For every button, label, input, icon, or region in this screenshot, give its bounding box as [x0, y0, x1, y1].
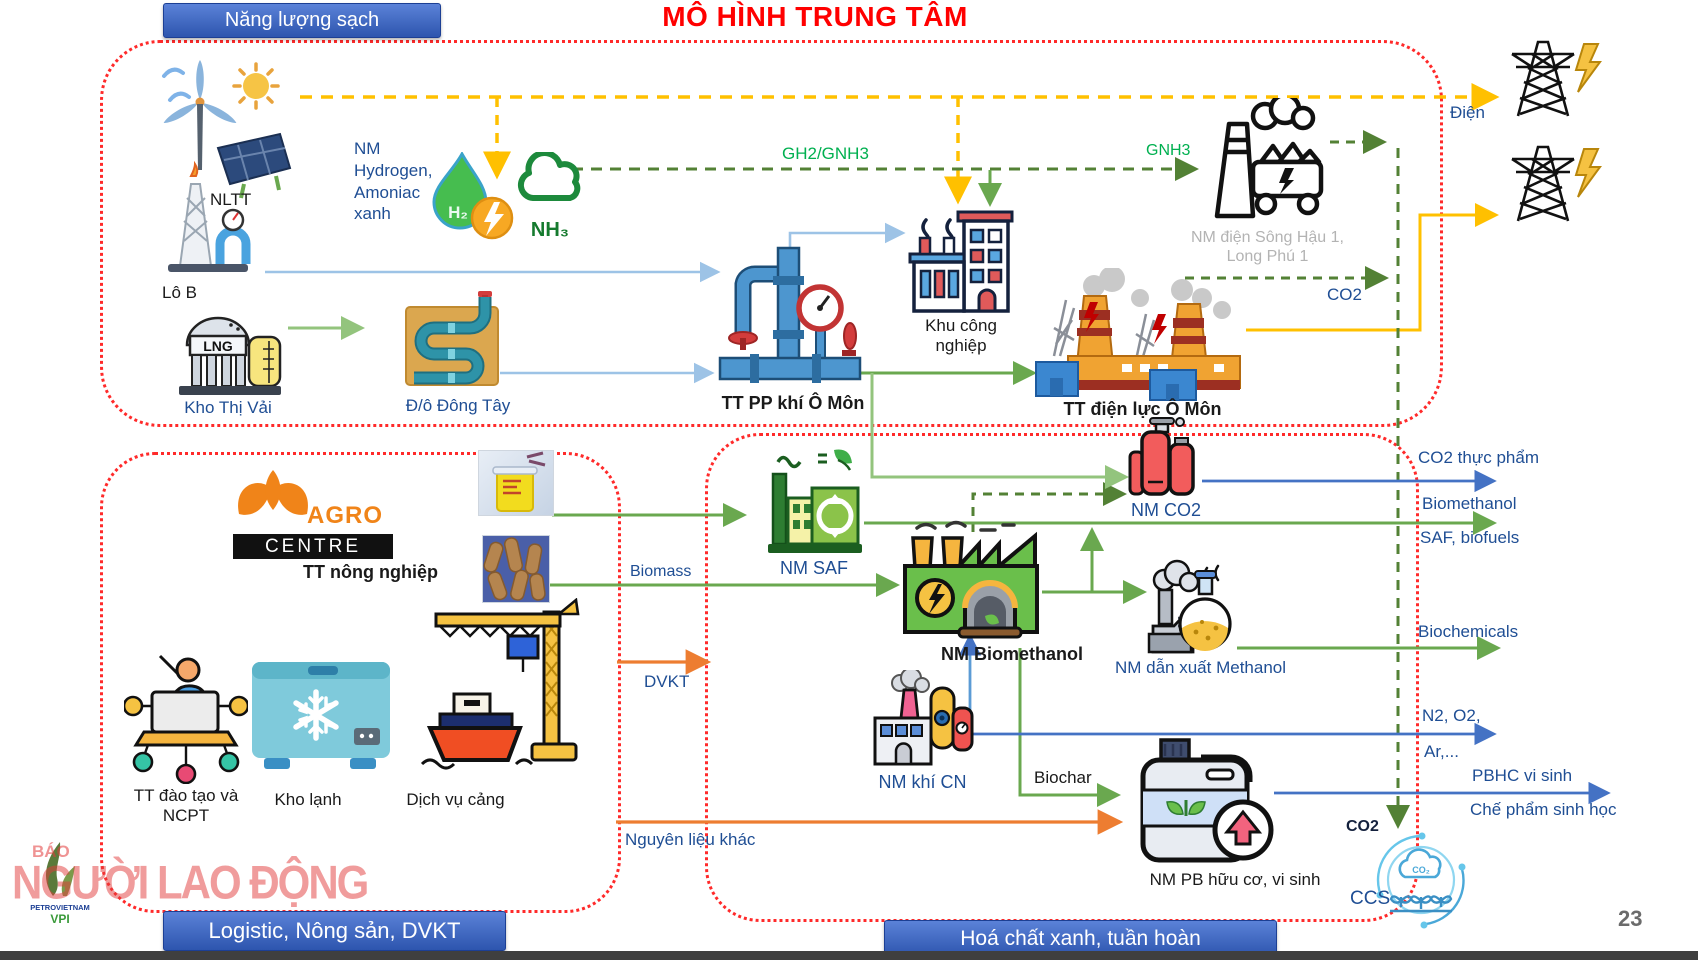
- label-biochar: Biochar: [1034, 768, 1092, 787]
- label-nm-khi-cn: NM khí CN: [878, 772, 967, 792]
- output-biochemicals: Biochemicals: [1418, 622, 1519, 641]
- label-kho-lanh: Kho lạnh: [274, 790, 342, 809]
- pvn-brand-text: PETROVIETNAM: [30, 903, 90, 912]
- pipeline-dong-tay-icon: [405, 291, 499, 386]
- agro-plant-icon: [238, 470, 308, 515]
- label-biomass: Biomass: [630, 563, 692, 580]
- label-dong-tay: Đ/ô Đông Tây: [405, 396, 511, 415]
- watermark-bao: BÁO: [32, 842, 70, 861]
- saf-plant-icon: [768, 449, 862, 553]
- biomass-pellets-photo: [482, 535, 550, 603]
- label-tt-nong-nghiep: TT nông nghiệp: [303, 562, 438, 582]
- label-nm-co2: NM CO2: [1130, 500, 1201, 520]
- ccs-cloud-text: CO₂: [1412, 865, 1430, 875]
- power-center-icon: [1035, 268, 1241, 401]
- cooking-oil-photo: [478, 450, 554, 516]
- lng-text: LNG: [203, 338, 233, 354]
- cold-storage-icon: [252, 662, 390, 769]
- gas-distribution-pipes-icon: [718, 246, 862, 383]
- transmission-tower-icon: [1511, 145, 1602, 222]
- label-tt-dao-tao: TT đào tạo và NCPT: [133, 786, 239, 826]
- page-title: MÔ HÌNH TRUNG TÂM: [662, 1, 968, 32]
- label-nm-biomethanol: NM Biomethanol: [941, 644, 1083, 664]
- label-kho-thi-vai: Kho Thị Vải: [184, 398, 272, 417]
- petrovietnam-vpi-logo: PETROVIETNAM VPI: [28, 840, 92, 950]
- banner-green-chem: Hoá chất xanh, tuần hoàn: [884, 920, 1277, 957]
- bottom-edge-bar: [0, 951, 1698, 960]
- transmission-tower-icon: [1511, 40, 1602, 117]
- label-co2-lower: CO2: [1346, 818, 1379, 835]
- zone-clean-energy: [100, 40, 1443, 427]
- pvn-sub-text: VPI: [50, 912, 70, 926]
- label-nm-pb: NM PB hữu cơ, vi sinh: [1149, 870, 1321, 889]
- co2-plant-icon: [1128, 417, 1195, 496]
- output-che-pham: Chế phẩm sinh học: [1470, 800, 1617, 819]
- label-gnh3: GNH3: [1146, 142, 1191, 159]
- lng-storage-icon: LNG: [179, 316, 282, 395]
- training-center-icon: [124, 654, 248, 784]
- label-tt-pp-khi: TT PP khí Ô Môn: [721, 393, 865, 413]
- agro-text: AGRO: [307, 502, 383, 529]
- label-nltt: NLTT: [210, 190, 252, 209]
- label-nguyen-lieu-khac: Nguyên liệu khác: [625, 830, 756, 849]
- label-lo-b: Lô B: [162, 283, 197, 302]
- biomethanol-plant-icon: [903, 520, 1039, 639]
- ccs-icon: CO₂: [1376, 832, 1466, 929]
- label-co2-upper: CO2: [1327, 285, 1362, 304]
- port-services-icon: [420, 598, 580, 770]
- flow-biomethanol-co2: [971, 482, 1127, 532]
- flow-biochar: [1018, 648, 1121, 807]
- output-co2-thuc-pham: CO2 thực phẩm: [1418, 448, 1539, 467]
- industrial-gas-plant-icon: [873, 670, 974, 766]
- agro-centre-logo: AGRO CENTRE: [233, 468, 398, 563]
- label-nm-saf: NM SAF: [779, 558, 848, 578]
- label-gh2-gnh3: GH2/GNH3: [782, 144, 869, 163]
- output-n2-o2: N2, O2,: [1422, 706, 1481, 725]
- organic-fertilizer-jug-icon: [1140, 738, 1274, 863]
- label-khu-cong-nghiep: Khu công nghiệp: [925, 316, 997, 356]
- industrial-zone-icon: [908, 210, 1014, 313]
- watermark-nguoi-lao-dong: NGƯỜI LAO ĐỘNG: [12, 856, 369, 909]
- label-ccs: CCS: [1350, 888, 1391, 909]
- h2-text: H₂: [448, 203, 468, 222]
- label-dvkt: DVKT: [644, 672, 690, 691]
- output-biomethanol: Biomethanol: [1422, 494, 1517, 513]
- hydrogen-ammonia-icon: H₂ NH₃: [432, 152, 581, 241]
- label-nm-dien-song-hau: NM điện Sông Hậu 1, Long Phú 1: [1191, 229, 1344, 265]
- methanol-derivatives-icon: [1147, 559, 1232, 654]
- label-nm-dan-xuat: NM dẫn xuất Methanol: [1114, 658, 1287, 677]
- coal-power-plant-icon: [1214, 98, 1324, 219]
- label-tt-dien-luc: TT điện lực Ô Môn: [1063, 399, 1222, 419]
- page-number: 23: [1618, 906, 1643, 931]
- banner-clean-energy: Năng lượng sạch: [163, 3, 441, 38]
- nh3-text: NH₃: [531, 219, 569, 241]
- output-saf-biofuels: SAF, biofuels: [1420, 528, 1520, 547]
- flow-gas-nmco2: [870, 373, 1129, 489]
- label-dien: Điện: [1450, 103, 1485, 122]
- centre-text: CENTRE: [233, 534, 393, 559]
- flow-ttdl-dien: [1246, 203, 1499, 332]
- renewable-energy-icon: [162, 60, 292, 272]
- label-hydrogen-plant: NM Hydrogen, Amoniac xanh: [354, 139, 433, 224]
- banner-logistics: Logistic, Nông sản, DVKT: [163, 911, 506, 951]
- pvn-flame-icon: [45, 842, 75, 896]
- output-pbhc: PBHC vi sinh: [1472, 766, 1573, 785]
- label-dich-vu-cang: Dịch vụ cảng: [406, 790, 505, 809]
- output-ar: Ar,...: [1424, 742, 1459, 761]
